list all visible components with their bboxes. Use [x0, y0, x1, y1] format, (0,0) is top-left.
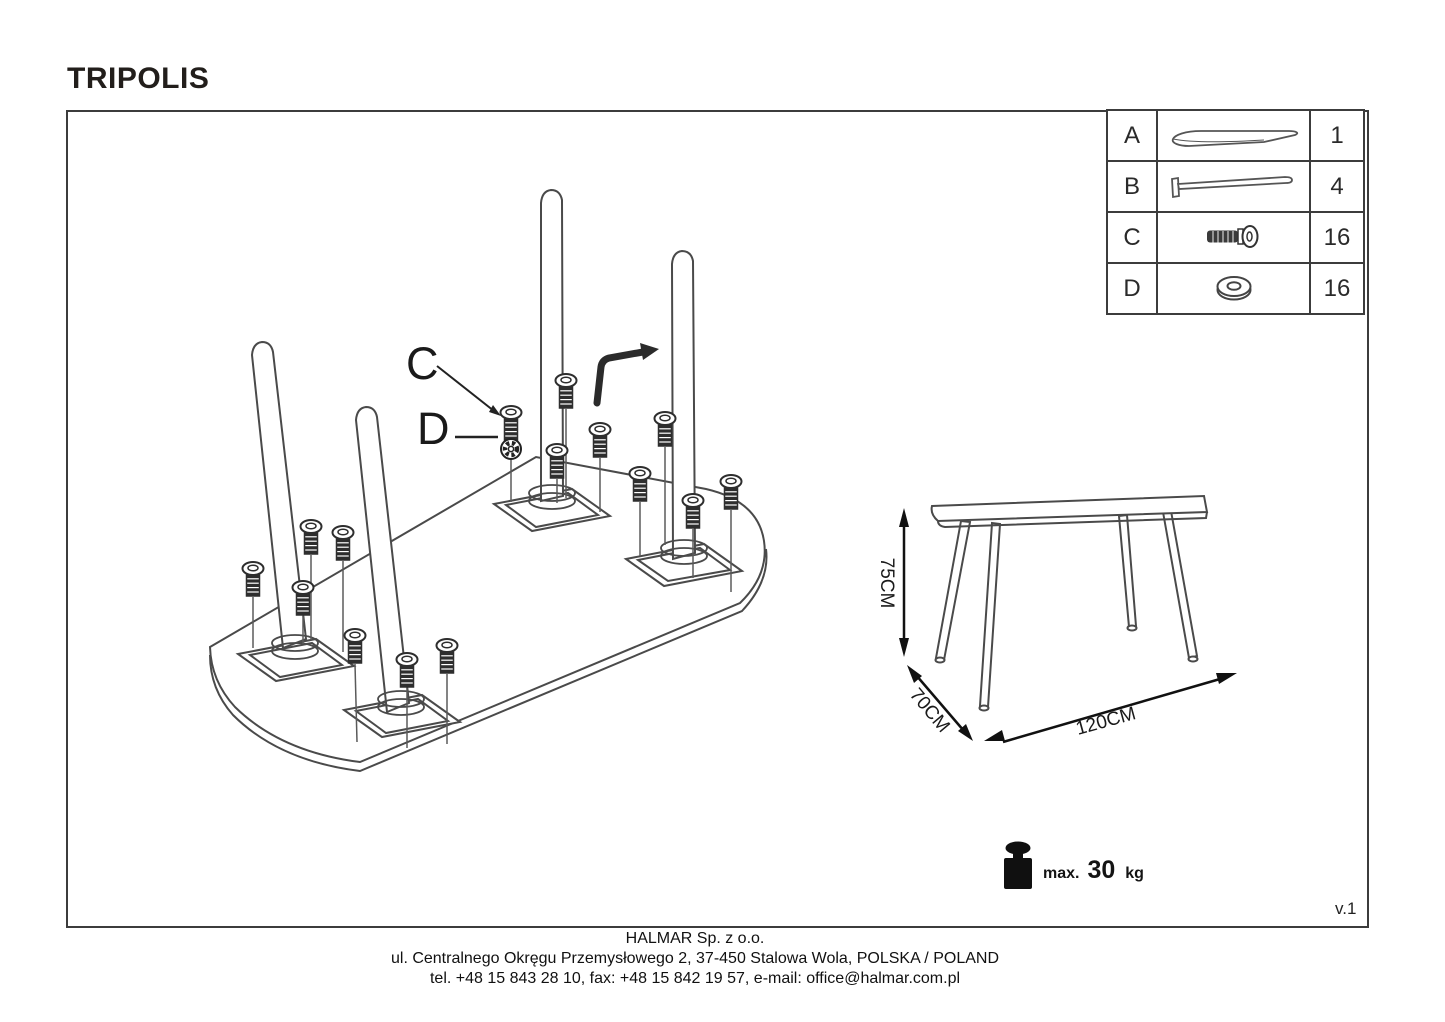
dimension-tabletop [930, 494, 1209, 523]
length-dimension-label: 120CM [1074, 703, 1139, 740]
washer [500, 438, 522, 460]
product-title: TRIPOLIS [67, 62, 210, 95]
part-letter: D [1108, 264, 1158, 313]
part-qty: 16 [1311, 213, 1363, 264]
part-illustration [1158, 162, 1311, 213]
max-load-value: 30 [1087, 856, 1116, 884]
max-load-unit: kg [1125, 865, 1144, 882]
leg-collars [271, 484, 708, 716]
height-dimension-arrow [899, 508, 909, 657]
dimension-diagram: 75CM 70CM 120CM [876, 494, 1237, 744]
part-qty: 16 [1323, 274, 1351, 302]
footer-contact: tel. +48 15 843 28 10, fax: +48 15 842 1… [429, 970, 961, 987]
part-letter: A [1108, 111, 1158, 162]
washer-part-icon [1216, 275, 1251, 300]
tabletop-part-icon [1171, 129, 1298, 147]
part-illustration [1158, 111, 1311, 162]
part-letter: C [1108, 213, 1158, 264]
dimension-tabletop-thickness [937, 511, 1208, 529]
footer: HALMAR Sp. z o.o. ul. Centralnego Okręgu… [66, 929, 1324, 989]
screw-part-icon [1206, 224, 1258, 248]
weight-icon [1004, 841, 1032, 889]
table-legs [250, 188, 697, 714]
callout-c-label: C [406, 338, 439, 389]
callout-c-arrowhead [489, 405, 501, 416]
length-dimension-arrow [984, 673, 1237, 744]
footer-company: HALMAR Sp. z o.o. [625, 930, 765, 947]
depth-dimension-arrow [907, 665, 973, 741]
part-letter: B [1108, 162, 1158, 213]
part-illustration [1158, 213, 1311, 264]
part-qty: 4 [1311, 162, 1363, 213]
parts-table: A 1 B 4 C [1106, 109, 1365, 315]
allen-key-icon [593, 343, 659, 407]
version-label: v.1 [1335, 899, 1357, 918]
leg-part-icon [1170, 175, 1293, 198]
assembly-diagram: C D [208, 188, 768, 773]
max-load-badge: max. 30 kg [1003, 841, 1144, 891]
max-load-label: max. [1043, 865, 1080, 882]
part-qty: 1 [1311, 111, 1363, 162]
height-dimension-label: 75CM [876, 558, 897, 609]
dimension-table-legs [934, 509, 1199, 712]
footer-address: ul. Centralnego Okręgu Przemysłowego 2, … [390, 950, 999, 967]
part-illustration [1158, 264, 1311, 313]
tabletop-thickness-edge [209, 548, 768, 773]
callout-c-line [436, 365, 495, 412]
tabletop-outline [208, 455, 766, 764]
callout-d-label: D [417, 403, 450, 454]
